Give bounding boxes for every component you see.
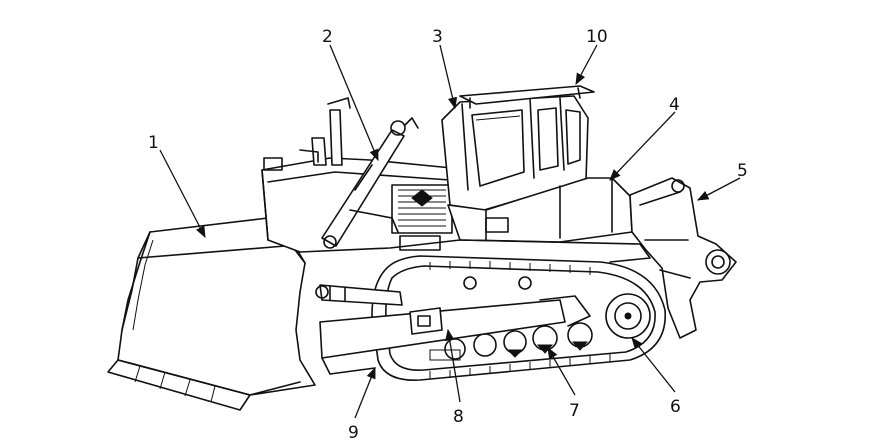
leader-8: [445, 328, 461, 403]
callout-5: 5: [737, 161, 748, 181]
ripper: [629, 177, 737, 339]
leader-9: [354, 366, 376, 419]
operator-cab: [441, 85, 595, 211]
callout-1: 1: [148, 133, 159, 153]
callout-2: 2: [322, 27, 333, 47]
callout-9: 9: [348, 423, 359, 443]
tilt-cylinder: [321, 117, 419, 249]
blade: [107, 217, 316, 411]
leader-3: [439, 44, 458, 110]
callout-6: 6: [670, 397, 681, 417]
leader-5: [696, 177, 741, 201]
engine-hood: [261, 97, 461, 253]
callout-leaders: [159, 44, 741, 419]
leader-6: [631, 337, 676, 393]
leader-10: [575, 44, 598, 86]
leader-7: [547, 346, 576, 396]
callout-3: 3: [432, 27, 443, 47]
callout-8: 8: [453, 407, 464, 427]
callout-10: 10: [586, 27, 608, 47]
callout-7: 7: [569, 401, 580, 421]
push-arm: [319, 295, 591, 375]
callout-4: 4: [669, 95, 680, 115]
leader-2: [329, 44, 379, 162]
callout-numbers: 1 2 3 4 5 6 7 8 9 10: [148, 27, 748, 443]
lift-cylinder: [315, 284, 403, 306]
leader-1: [159, 149, 206, 239]
leader-4: [609, 111, 676, 181]
